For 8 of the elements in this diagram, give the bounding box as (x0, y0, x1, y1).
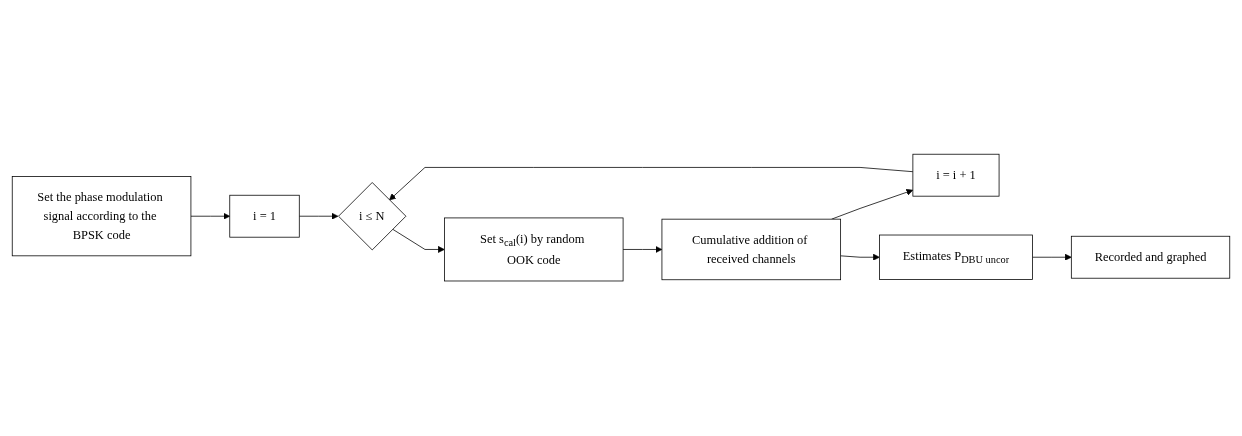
node-box: i = 1 (229, 195, 300, 238)
node-box: Recorded and graphed (1070, 236, 1231, 279)
node-box: Estimates P$_{DBU uncor}$ (879, 235, 1033, 281)
node-box: Set the phase modulation signal according to the BPSK code (11, 176, 192, 257)
node-box: Cumulative addition of received channels (661, 219, 841, 281)
node-diamond: i ≤ N (338, 182, 407, 251)
node-box: i = i + 1 (912, 154, 1000, 197)
node-box: Set s$_{cal}$(i) by random OOK code (444, 217, 624, 282)
